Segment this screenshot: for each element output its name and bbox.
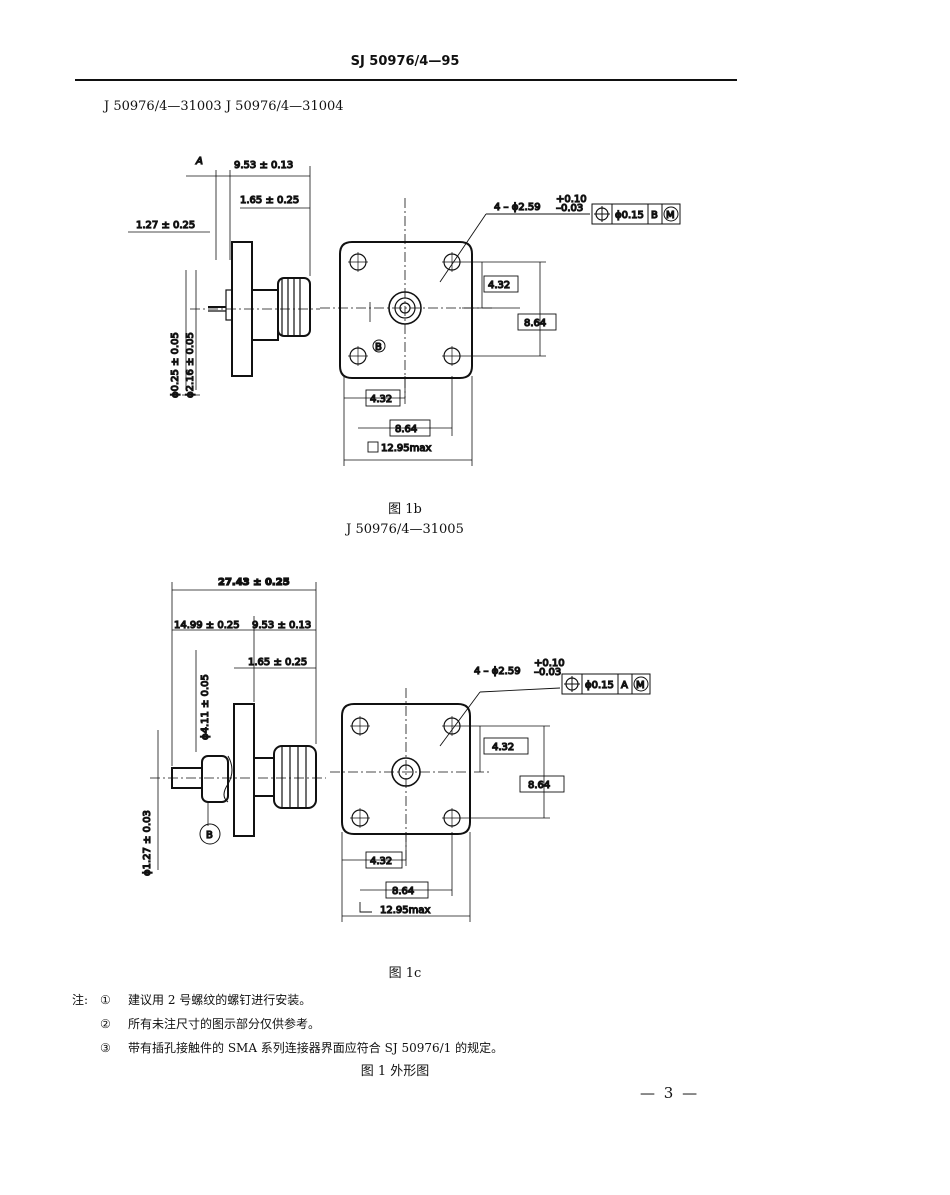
page-number: — 3 —: [640, 1084, 700, 1102]
fig1b-hdim-432: 4.32: [370, 394, 392, 405]
header-rule: [75, 79, 737, 81]
fig1c-dim-2743: 27.43 ± 0.25: [218, 577, 290, 588]
fig1b-dim-953: 9.53 ± 0.13: [234, 160, 293, 171]
note-item: ② 所有未注尺寸的图示部分仅供参考。: [72, 1012, 503, 1036]
fig1b-drawing: A 9.53 ± 0.13 1.65 ± 0.25 1.27 ± 0.25 ϕ0…: [128, 155, 681, 466]
note-number: ①: [100, 993, 111, 1007]
fig1c-dim-127: ϕ1.27 ± 0.03: [142, 810, 153, 876]
fig1c-hdim-432: 4.32: [370, 856, 392, 867]
fig1b-hole-tol-plus: +0.10: [556, 194, 587, 205]
fig1b-hole-spec: 4 – ϕ2.59: [494, 202, 541, 213]
fig1b-dim-025: ϕ0.25 ± 0.05: [170, 332, 181, 398]
fig1b-caption: 图 1b: [388, 502, 422, 517]
fig1b-dim-216: ϕ2.16 ± 0.05: [185, 332, 196, 398]
fig1b-front-view: [320, 198, 590, 466]
fig1b-datum-a: A: [195, 156, 203, 167]
notes-block: 注: ① 建议用 2 号螺纹的螺钉进行安装。 ② 所有未注尺寸的图示部分仅供参考…: [72, 988, 503, 1060]
fig1c-hole-tol-plus: +0.10: [534, 658, 565, 669]
note-item: 注: ① 建议用 2 号螺纹的螺钉进行安装。: [72, 988, 503, 1012]
note-item: ③ 带有插孔接触件的 SMA 系列连接器界面应符合 SJ 50976/1 的规定…: [72, 1036, 503, 1060]
fig1c-hdim-864: 8.64: [392, 886, 414, 897]
fig1c-hole-tol-minus: –0.03: [534, 667, 561, 678]
figure-title: 图 1 外形图: [360, 1064, 430, 1079]
fig1c-fcf-datum: A: [621, 680, 628, 691]
fig1c-hole-spec: 4 – ϕ2.59: [474, 666, 521, 677]
fig1b-hdim-864: 8.64: [395, 424, 417, 435]
fig1c-front-view: [330, 687, 561, 922]
fig1c-caption: 图 1c: [388, 966, 422, 981]
fig1b-vdim-432: 4.32: [488, 280, 510, 291]
fig1c-side-view: [150, 582, 326, 870]
note-number: ②: [100, 1017, 111, 1031]
fig1c-drawing: 27.43 ± 0.25 14.99 ± 0.25 9.53 ± 0.13 1.…: [141, 576, 651, 922]
fig1c-square-dim: 12.95max: [380, 905, 430, 916]
fig1b-side-view: [128, 166, 320, 396]
note-text: 带有插孔接触件的 SMA 系列连接器界面应符合 SJ 50976/1 的规定。: [128, 1041, 504, 1055]
fig1b-hole-tol-minus: –0.03: [556, 203, 583, 214]
fig1c-dim-165: 1.65 ± 0.25: [248, 657, 307, 668]
fig1b-subtitle: J 50976/4—31003 J 50976/4—31004: [104, 99, 344, 114]
fig1c-datum-b: B: [206, 830, 213, 841]
fig1c-dim-953: 9.53 ± 0.13: [252, 620, 311, 631]
fig1b-datum-b: B: [375, 342, 382, 353]
fig1c-fcf-tol: ϕ0.15: [585, 680, 614, 691]
fig1b-vdim-864: 8.64: [524, 318, 546, 329]
note-text: 所有未注尺寸的图示部分仅供参考。: [128, 1017, 321, 1031]
fig1b-fcf-tol: ϕ0.15: [615, 210, 644, 221]
document-code: SJ 50976/4—95: [350, 54, 460, 69]
fig1c-dim-1499: 14.99 ± 0.25: [174, 620, 240, 631]
fig1b-dim-127: 1.27 ± 0.25: [136, 220, 195, 231]
fig1c-fcf-mod: M: [636, 680, 645, 691]
fig1b-fcf-mod: M: [666, 210, 675, 221]
note-number: ③: [100, 1041, 111, 1055]
fig1b-feature-control-frame: [591, 203, 681, 225]
fig1c-feature-control-frame: [561, 673, 651, 695]
fig1c-dim-411: ϕ4.11 ± 0.05: [200, 674, 211, 740]
fig1b-fcf-datum: B: [651, 210, 658, 221]
notes-lead: 注:: [72, 993, 89, 1007]
fig1b-square-dim: 12.95max: [381, 443, 431, 454]
fig1c-subtitle: J 50976/4—31005: [346, 522, 464, 537]
note-text: 建议用 2 号螺纹的螺钉进行安装。: [128, 993, 312, 1007]
fig1b-dim-165: 1.65 ± 0.25: [240, 195, 299, 206]
fig1c-vdim-432: 4.32: [492, 742, 514, 753]
fig1c-vdim-864: 8.64: [528, 780, 550, 791]
